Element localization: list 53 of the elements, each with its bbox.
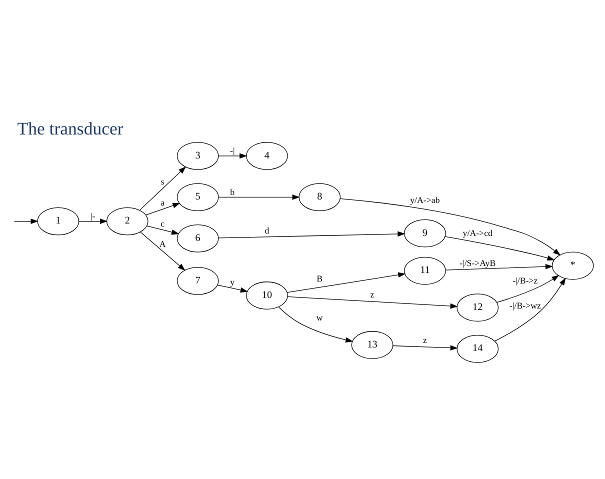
node-ellipse: * <box>552 251 594 280</box>
edge-label: b <box>230 186 235 196</box>
node-ellipse: 7 <box>176 266 219 294</box>
node-ellipse: 13 <box>351 330 394 358</box>
node-ellipse: 14 <box>456 334 499 362</box>
arrow <box>218 230 406 238</box>
edge-label: c <box>160 218 165 228</box>
node-ellipse: 10 <box>246 281 288 309</box>
edge-label: z <box>422 334 427 345</box>
arrow <box>14 218 38 224</box>
edge-label: B <box>316 273 323 284</box>
arrow <box>278 306 354 342</box>
node-ellipse: 2 <box>106 206 148 235</box>
arrow <box>146 225 180 234</box>
edge-label: w <box>316 312 323 322</box>
node-ellipse: 6 <box>176 224 219 252</box>
node-ellipse: 11 <box>404 256 446 284</box>
edge-label: s <box>160 176 164 186</box>
edge-label: y/A->cd <box>462 228 492 238</box>
edge-label: y/A->ab <box>410 194 440 205</box>
arrow <box>494 277 566 341</box>
edge-label: -|/B->wz <box>509 300 541 310</box>
node-ellipse: 1 <box>37 206 80 235</box>
edge-label: -|/B->z <box>512 275 538 286</box>
edge-label: z <box>370 289 374 300</box>
arrow <box>496 274 560 302</box>
arrow <box>140 231 186 270</box>
arrow <box>286 272 406 292</box>
node-ellipse: 12 <box>456 293 499 322</box>
edge-label: A <box>159 238 166 248</box>
edge-label: -| <box>230 145 235 156</box>
arrow <box>218 194 300 200</box>
arrow <box>392 344 458 350</box>
node-ellipse: 8 <box>298 182 341 211</box>
node-ellipse: 3 <box>176 141 219 170</box>
arrow <box>340 198 561 256</box>
node-ellipse: 9 <box>404 218 446 247</box>
edge-label: a <box>160 197 165 208</box>
arrow <box>444 236 555 260</box>
arrow <box>445 263 554 270</box>
node-ellipse: 5 <box>176 182 219 211</box>
edge-label: |- <box>90 210 96 220</box>
node-ellipse: 4 <box>246 141 288 170</box>
arrow <box>146 202 180 215</box>
arrow <box>78 218 108 224</box>
arrow <box>217 284 248 292</box>
edge-label: d <box>264 224 270 235</box>
arrow <box>139 166 186 210</box>
arrow <box>218 152 248 158</box>
edge-label: -|/S->AyB <box>460 257 496 268</box>
diagram-title: The transducer <box>17 118 124 138</box>
arrow <box>287 296 458 308</box>
edge-label: y <box>230 276 235 286</box>
